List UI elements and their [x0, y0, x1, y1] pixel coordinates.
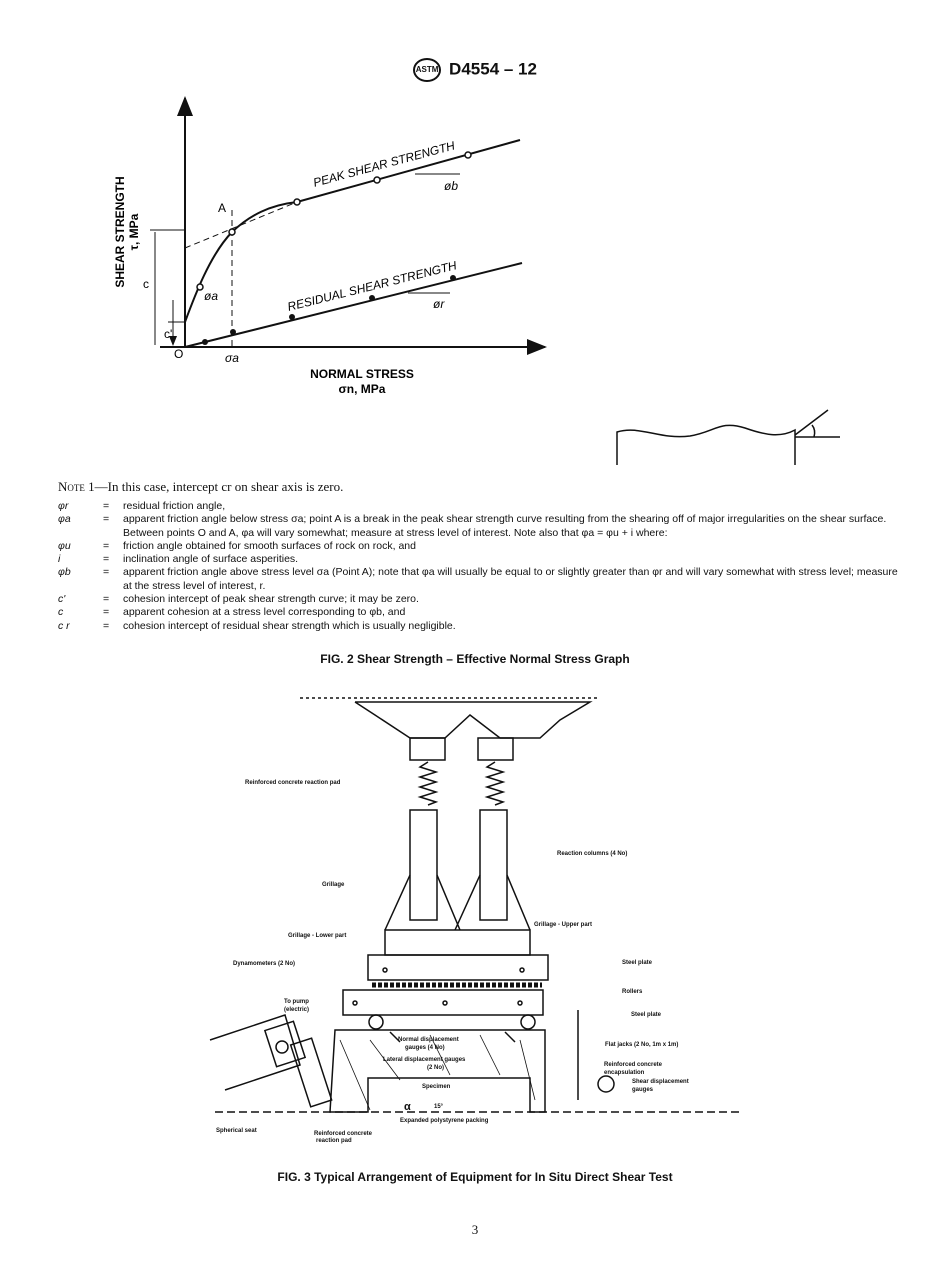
label-reaction-columns: Reaction columns (4 No): [557, 851, 627, 857]
designation: D4554 – 12: [449, 59, 537, 79]
peak-points: [196, 151, 472, 291]
label-normal-gauges-1: Normal displacement: [398, 1037, 459, 1043]
origin-label: O: [174, 347, 183, 361]
label-steel-plate-1: Steel plate: [622, 960, 653, 966]
definition-item: i=inclination angle of surface asperitie…: [58, 553, 299, 566]
residual-shear-line: [184, 262, 523, 348]
asperity-sketch: [616, 409, 840, 465]
y-axis-unit: τ, MPa: [127, 213, 141, 250]
peak-extension-dashed: [184, 201, 298, 249]
definition-item: φr=residual friction angle,: [58, 500, 226, 512]
astm-logo: ASTM: [413, 58, 442, 82]
definition-item: c r=cohesion intercept of residual shear…: [58, 619, 456, 632]
fig2-caption: FIG. 2 Shear Strength – Effective Normal…: [320, 652, 630, 666]
label-grillage: Grillage: [322, 882, 345, 888]
label-encapsulation-1: Reinforced concrete: [604, 1062, 663, 1068]
label-pad-1: Reinforced concrete: [314, 1131, 373, 1137]
note-1: Note 1—In this case, intercept cr on she…: [58, 479, 344, 494]
y-axis-label: SHEAR STRENGTH: [113, 176, 127, 287]
label-dynamometers: Dynamometers (2 No): [233, 961, 295, 967]
c-prime-label: c': [164, 327, 172, 341]
fig3-caption: FIG. 3 Typical Arrangement of Equipment …: [277, 1170, 673, 1184]
definition-item: φb=apparent friction angle above stress …: [58, 566, 898, 592]
label-specimen: Specimen: [422, 1084, 451, 1090]
phi-b-label: øb: [444, 179, 458, 193]
phi-r-label: ør: [433, 297, 445, 311]
label-shear-gauges-1: Shear displacement: [632, 1079, 689, 1085]
label-angle: 15°: [434, 1104, 444, 1110]
sigma-a-label: σa: [225, 351, 239, 365]
label-encapsulation-2: encapsulation: [604, 1070, 645, 1076]
label-reaction-pad: Reinforced concrete reaction pad: [245, 780, 341, 786]
label-grillage-lower: Grillage - Lower part: [288, 933, 346, 939]
label-electric: (electric): [284, 1007, 309, 1013]
label-lateral-gauges-1: Lateral displacement gauges: [383, 1057, 466, 1063]
point-a-label: A: [218, 201, 226, 215]
label-shear-gauges-2: gauges: [632, 1087, 654, 1093]
x-axis-unit: σn, MPa: [339, 382, 386, 396]
label-spherical-seat: Spherical seat: [216, 1128, 257, 1134]
label-polystyrene: Expanded polystyrene packing: [400, 1118, 489, 1124]
label-steel-plate-2: Steel plate: [631, 1012, 662, 1018]
label-to-pump: To pump: [284, 999, 309, 1005]
label-flat-jacks: Flat jacks (2 No, 1m x 1m): [605, 1042, 678, 1048]
page-number: 3: [471, 1222, 479, 1237]
figure-2-graph: SHEAR STRENGTH τ, MPa PEAK SHEAR STRENGT…: [113, 96, 840, 465]
label-lateral-gauges-2: (2 No): [427, 1065, 444, 1071]
label-normal-gauges-2: gauges (4 No): [405, 1045, 445, 1051]
c-label: c: [143, 277, 149, 291]
definition-item: c'=cohesion intercept of peak shear stre…: [58, 593, 419, 606]
x-axis-label: NORMAL STRESS: [310, 367, 414, 381]
label-rollers: Rollers: [622, 989, 643, 995]
definition-item: φu=friction angle obtained for smooth su…: [58, 539, 416, 552]
phi-a-label: øa: [204, 289, 218, 303]
label-alpha: α: [404, 1101, 411, 1113]
definitions-list: φr=residual friction angle, φa=apparent …: [58, 500, 898, 633]
label-pad-2: reaction pad: [316, 1138, 352, 1144]
residual-points: [202, 275, 456, 345]
definition-item: c=apparent cohesion at a stress level co…: [58, 606, 406, 619]
page-header: ASTM D4554 – 12: [0, 58, 950, 82]
definition-item: φa=apparent friction angle below stress …: [58, 513, 887, 539]
figure-3-drawing: Reinforced concrete reaction pad Reactio…: [209, 697, 740, 1144]
label-grillage-upper: Grillage - Upper part: [534, 922, 592, 928]
